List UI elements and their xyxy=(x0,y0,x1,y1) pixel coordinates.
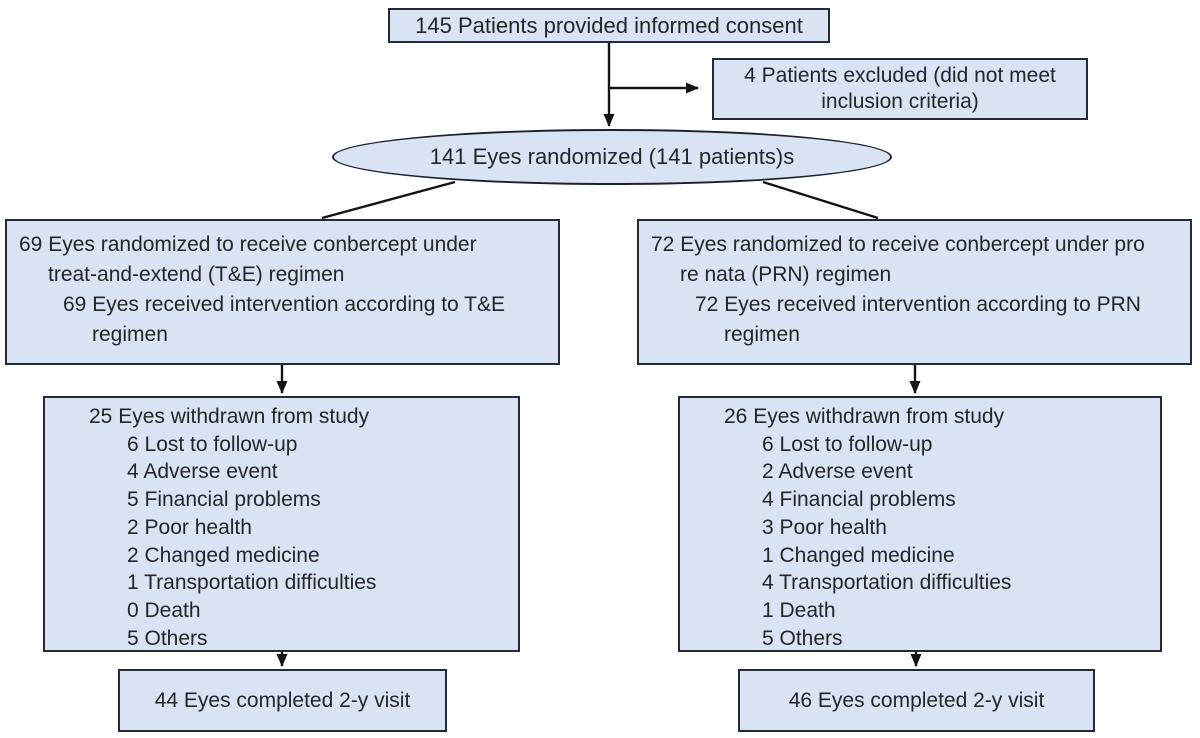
te-arm-line-2: treat-and-extend (T&E) regimen xyxy=(48,263,345,286)
excluded-text-line1: 4 Patients excluded (did not meet xyxy=(744,64,1056,87)
prn-withdrawn-title: 26 Eyes withdrawn from study xyxy=(724,405,1005,428)
prn-withdrawn-reason: 1 Death xyxy=(762,598,836,622)
prn-arm-line-2: re nata (PRN) regimen xyxy=(680,263,892,286)
te-completed-box: 44 Eyes completed 2-y visit xyxy=(118,669,447,732)
te-withdrawn-reason: 1 Transportation difficulties xyxy=(127,571,377,595)
te-withdrawn-title: 25 Eyes withdrawn from study xyxy=(89,405,370,428)
te-withdrawn-reason: 5 Others xyxy=(127,626,208,650)
randomized-ellipse: 141 Eyes randomized (141 patients)s xyxy=(332,129,892,185)
prn-withdrawn-reason: 3 Poor health xyxy=(762,515,887,539)
te-completed-text: 44 Eyes completed 2-y visit xyxy=(154,688,411,712)
consent-box: 145 Patients provided informed consent xyxy=(388,8,830,43)
excluded-box: 4 Patients excluded (did not meet inclus… xyxy=(712,58,1088,120)
te-withdrawn-reason: 4 Adverse event xyxy=(127,460,278,484)
prn-withdrawn-reason: 4 Transportation difficulties xyxy=(762,571,1012,595)
prn-withdrawn-reason: 4 Financial problems xyxy=(762,488,956,512)
te-withdrawn-reason: 2 Poor health xyxy=(127,515,252,539)
prn-completed-box: 46 Eyes completed 2-y visit xyxy=(738,669,1095,732)
prn-arm-line-3: 72 Eyes received intervention according … xyxy=(695,293,1141,316)
connector-randomized-to-prn xyxy=(762,180,879,220)
prn-withdrawn-reason: 2 Adverse event xyxy=(762,460,913,484)
prn-arm-line-1: 72 Eyes randomized to receive conbercept… xyxy=(651,233,1145,256)
prn-withdrawn-reason: 1 Changed medicine xyxy=(762,543,955,567)
te-withdrawn-reason: 0 Death xyxy=(127,598,201,622)
prn-withdrawn-reason: 6 Lost to follow-up xyxy=(762,432,933,456)
te-arm-line-3: 69 Eyes received intervention according … xyxy=(63,293,506,316)
randomized-text: 141 Eyes randomized (141 patients)s xyxy=(429,144,795,169)
consent-text: 145 Patients provided informed consent xyxy=(415,12,803,38)
te-withdrawn-reason: 5 Financial problems xyxy=(127,488,321,512)
te-withdrawn-box: 25 Eyes withdrawn from study 6 Lost to f… xyxy=(43,396,520,652)
excluded-text-line2: inclusion criteria) xyxy=(821,90,979,113)
connector-randomized-to-te xyxy=(321,180,456,220)
prn-arm-line-4: regimen xyxy=(724,323,800,346)
te-arm-box: 69 Eyes randomized to receive conbercept… xyxy=(5,219,560,365)
te-arm-line-4: regimen xyxy=(92,323,168,346)
prn-completed-text: 46 Eyes completed 2-y visit xyxy=(788,688,1045,712)
prn-withdrawn-box: 26 Eyes withdrawn from study 6 Lost to f… xyxy=(678,396,1162,652)
prn-withdrawn-reason: 5 Others xyxy=(762,626,843,650)
te-arm-line-1: 69 Eyes randomized to receive conbercept… xyxy=(19,233,477,256)
te-withdrawn-reason: 2 Changed medicine xyxy=(127,543,320,567)
te-withdrawn-reason: 6 Lost to follow-up xyxy=(127,432,298,456)
prn-arm-box: 72 Eyes randomized to receive conbercept… xyxy=(637,219,1192,365)
